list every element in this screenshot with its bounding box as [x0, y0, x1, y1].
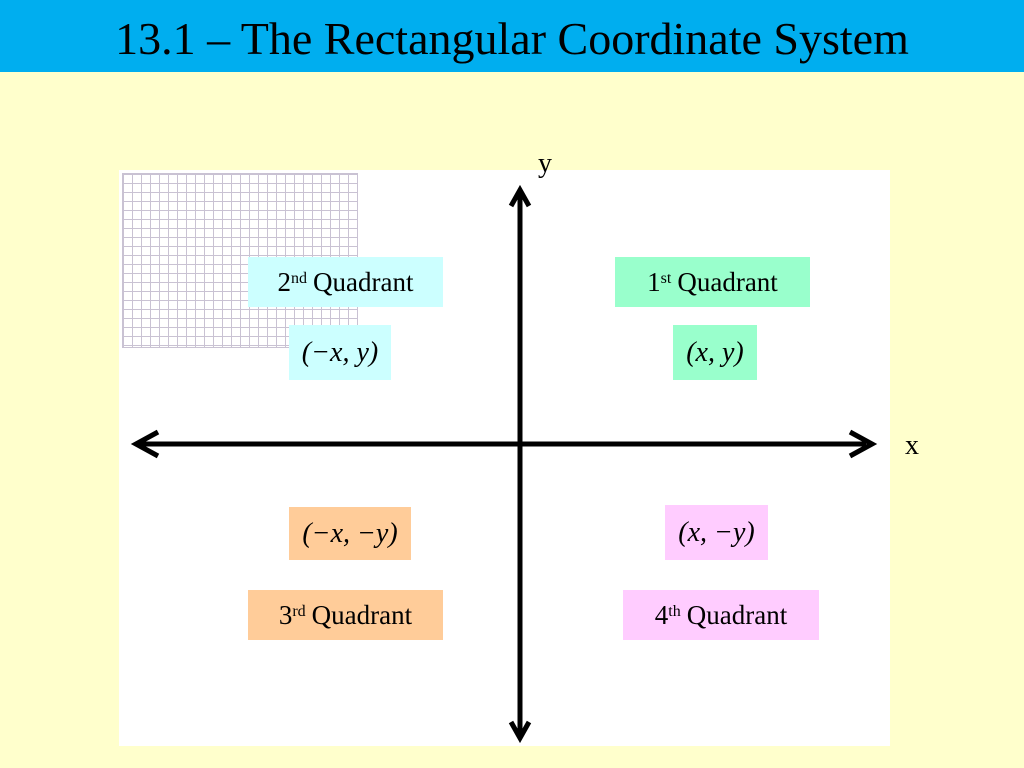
- quadrant-2-suffix: nd: [291, 270, 308, 287]
- quadrant-1-number: 1: [647, 266, 661, 297]
- quadrant-4-name: Quadrant: [686, 599, 788, 630]
- quadrant-3-suffix: rd: [292, 603, 306, 620]
- quadrant-2-number: 2: [277, 266, 292, 297]
- y-axis-label: y: [538, 148, 552, 179]
- quadrant-2-name: Quadrant: [313, 266, 414, 297]
- quadrant-1-name: Quadrant: [677, 266, 778, 297]
- y-axis-bottom-arrowhead: [508, 720, 532, 744]
- quadrant-4-suffix: th: [668, 603, 681, 620]
- x-axis-left-arrowhead: [130, 429, 160, 459]
- quadrant-3-coordinates: (−x, −y): [289, 507, 411, 560]
- quadrant-1-coordinates: (x, y): [673, 325, 757, 380]
- title-bar: [0, 0, 1024, 72]
- x-axis-label: x: [905, 430, 919, 461]
- quadrant-3-name: Quadrant: [311, 599, 413, 630]
- quadrant-3-number: 3: [278, 599, 293, 630]
- quadrant-2-coordinates: (−x, y): [289, 325, 391, 380]
- quadrant-1-suffix: st: [660, 270, 672, 287]
- quadrant-4-coordinates: (x, −y): [665, 505, 768, 560]
- quadrant-4-number: 4: [654, 599, 669, 630]
- y-axis-top-arrowhead: [508, 184, 532, 208]
- slide-title: 13.1 – The Rectangular Coordinate System: [115, 13, 909, 64]
- graph-paper-image: [122, 173, 358, 348]
- x-axis-right-arrowhead: [848, 429, 878, 459]
